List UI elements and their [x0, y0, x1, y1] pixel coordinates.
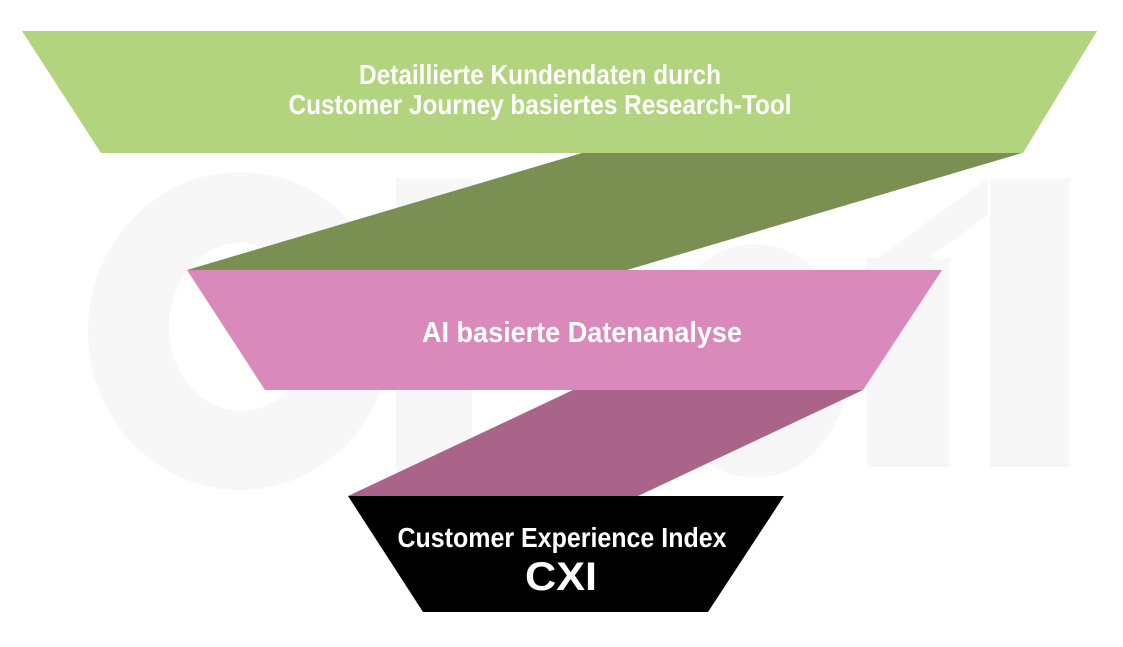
- stage-1-label-line-2: Customer Journey basiertes Research-Tool: [289, 89, 792, 120]
- stage-2-label: AI basierte Datenanalyse: [422, 317, 742, 349]
- stage-3-label-line-1: Customer Experience Index: [398, 522, 727, 553]
- funnel-connector-2: [348, 390, 863, 496]
- watermark-bar-3: [990, 178, 1070, 467]
- stage-1-label-line-1: Detaillierte Kundendaten durch: [359, 59, 721, 90]
- funnel-stage-1-shape: [22, 31, 1097, 153]
- funnel-stage-2-shape: [187, 270, 942, 390]
- stage-3-label-line-2: CXI: [525, 555, 597, 599]
- funnel-connector-1: [187, 153, 1022, 270]
- funnel-stage-3-shape: [348, 496, 784, 612]
